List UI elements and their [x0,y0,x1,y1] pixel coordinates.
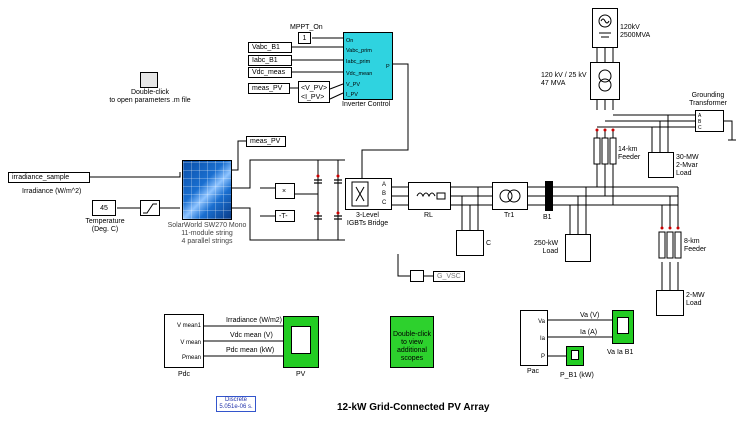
port-iabc-prim: Iabc_prim [346,59,371,65]
port-v-pv: V_PV [346,82,361,88]
mppt-label: MPPT_On [290,24,323,31]
pv-scope-screen [291,326,311,354]
pdc-port-vmean: V mean [180,340,201,346]
p-b1-scope[interactable] [566,346,584,366]
p-b1-label: P_B1 (kW) [560,372,594,379]
from-vdc-meas[interactable]: Vdc_meas [248,67,292,78]
port-i-pv: I_PV [346,92,358,98]
inverter-control-label: Inverter Control [342,101,391,108]
model-title: 12-kW Grid-Connected PV Array [337,402,490,413]
main-transformer-label: 120 kV / 25 kV 47 MVA [541,72,587,87]
feeder-14km-label: 14-km Feeder [618,146,641,161]
main-transformer-block[interactable] [590,62,620,100]
mppt-constant[interactable]: 1 [298,32,311,44]
additional-scopes-label: Double-click to view additional scopes [392,331,432,362]
transformer-icon [499,189,521,203]
load-250kw-block[interactable] [565,234,591,262]
source-label: 120kV 2500MVA [620,24,651,39]
temperature-label: Temperature (Deg. C) [85,218,125,233]
capacitor-label: C [486,240,492,247]
va-ia-scope[interactable] [612,310,634,344]
b1-label: B1 [543,214,552,221]
gt-port-a: A [698,113,702,119]
port-vdc-mean: Vdc_mean [346,71,373,77]
va-ia-scope-screen [617,316,629,335]
v-pv-signal: <V_PV> [301,85,328,92]
bridge-port-a: A [382,182,387,188]
pdc-block[interactable]: V mean1 V mean Pmean [164,314,204,368]
rl-block[interactable] [408,182,451,210]
pv-scope-label: PV [296,371,306,378]
from-meas-pv[interactable]: meas_PV [248,83,290,94]
pdc-port-vmean1: V mean1 [176,323,201,329]
igbt-icon [351,181,369,207]
source-120kv-block[interactable] [592,8,618,48]
pdc-mean-signal-label: Pdc mean (kW) [226,347,275,354]
g-vsc-product[interactable] [410,270,424,282]
pv-array-block[interactable] [182,160,232,220]
inductor-icon [416,192,446,200]
irradiance-label: Irradiance (W/m^2) [22,188,82,195]
pac-port-va: Va [538,319,545,325]
vdc-mean-signal-label: Vdc mean (V) [230,332,273,339]
pv-array-label: SolarWorld SW270 Mono 11-module string 4… [167,222,247,245]
pdc-port-pmean: Pmean [181,355,201,361]
goto-meas-pv[interactable]: meas_PV [246,136,286,147]
feeder-8km-label: 8-km Feeder [684,238,707,253]
transformer-icon-main [598,69,612,92]
bridge-port-c: C [382,200,387,206]
pac-port-p: P [540,354,545,360]
gain-block[interactable]: -T- [275,210,295,222]
from-irradiance-sample[interactable]: irradiance_sample [8,172,90,183]
grounding-transformer-block[interactable]: A B C [695,110,724,132]
pdc-label: Pdc [178,371,191,378]
gt-port-b: B [698,119,702,125]
inverter-control-block[interactable]: On Vabc_prim Iabc_prim Vdc_mean V_PV I_P… [343,32,393,100]
ac-source-icon [598,14,612,38]
additional-scopes-block[interactable]: Double-click to view additional scopes [390,316,434,368]
ia-signal-label: Ia (A) [580,329,598,336]
va-signal-label: Va (V) [580,312,600,319]
saturation-icon [143,203,157,214]
gt-port-c: C [698,125,702,131]
from-iabc-b1[interactable]: Iabc_B1 [248,55,292,66]
parameters-label: Double-click to open parameters .m file [109,89,191,104]
port-on: On [346,38,354,44]
port-p: P [386,64,390,70]
goto-g-vsc[interactable]: G_VSC [433,271,465,282]
tr1-block[interactable] [492,182,528,210]
product-block[interactable]: × [275,183,295,199]
va-ia-scope-label: Va Ia B1 [607,349,634,356]
p-b1-scope-screen [570,350,580,361]
i-pv-signal: <I_PV> [301,94,325,101]
load-30mw-label: 30-MW 2-Mvar Load [676,154,699,177]
from-vabc-b1[interactable]: Vabc_B1 [248,42,292,53]
parameters-block[interactable] [140,72,158,88]
tr1-label: Tr1 [504,212,515,219]
pac-block[interactable]: Va Ia P [520,310,548,366]
pac-port-ia: Ia [539,336,545,342]
pac-label: Pac [527,368,540,375]
igbt-bridge-block[interactable]: A B C [345,178,392,210]
saturation-block[interactable] [140,200,160,216]
bridge-port-b: B [382,191,387,197]
grounding-transformer-label: Grounding Transformer [689,92,727,107]
load-2mw-label: 2-MW Load [686,292,705,307]
capacitor-block[interactable] [456,230,484,256]
load-30mw-block[interactable] [648,152,674,178]
bus-selector[interactable]: <V_PV> <I_PV> [298,81,330,103]
load-250kw-label: 250-kW Load [534,240,559,255]
port-vabc-prim: Vabc_prim [346,48,372,54]
rl-label: RL [424,212,433,219]
igbt-bridge-label: 3-Level IGBTs Bridge [346,212,389,227]
load-2mw-block[interactable] [656,290,684,316]
pv-scope[interactable] [283,316,319,368]
powergui-discrete[interactable]: Discrete 5.051e-06 s. [216,396,256,412]
irradiance-signal-label: Irradiance (W/m2) [226,317,283,324]
temperature-constant[interactable]: 45 [92,200,116,216]
